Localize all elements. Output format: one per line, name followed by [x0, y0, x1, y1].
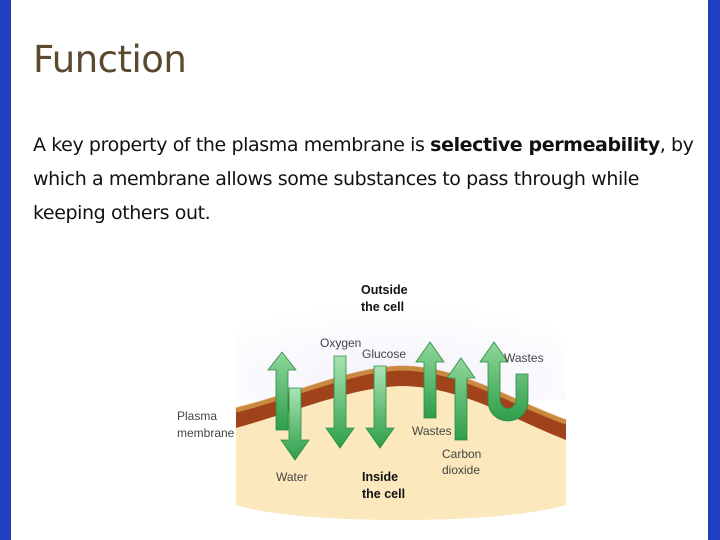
oxygen-down-arrow	[325, 355, 355, 449]
wastes-up-arrow	[415, 341, 445, 419]
membrane-label-line1: Plasma	[177, 409, 217, 423]
glucose-down-arrow	[365, 365, 395, 449]
wastes-uturn-arrow	[479, 341, 529, 422]
outside-label-line2: the cell	[361, 300, 404, 314]
outside-label-line1: Outside	[361, 283, 408, 297]
body-paragraph: A key property of the plasma membrane is…	[33, 128, 701, 230]
glucose-label: Glucose	[362, 347, 406, 361]
paragraph-text-start: A key property of the plasma membrane is	[33, 134, 431, 156]
paragraph-bold-term: selective permeability	[430, 134, 660, 156]
inside-label-line1: Inside	[362, 470, 398, 484]
inside-region	[236, 371, 566, 520]
oxygen-label: Oxygen	[320, 336, 361, 350]
paragraph-text-end: , by which a membrane allows some substa…	[33, 134, 694, 224]
outside-region	[236, 303, 566, 400]
wastes-inner-label: Wastes	[412, 424, 452, 438]
water-up-arrow	[267, 351, 297, 431]
water-label: Water	[276, 470, 308, 484]
membrane-label-line2: membrane	[177, 426, 235, 440]
water-down-arrow	[280, 387, 310, 461]
carbon-dioxide-up-arrow	[446, 357, 476, 441]
slide-title: Function	[33, 38, 187, 81]
wastes-outer-label: Wastes	[504, 351, 544, 365]
water-arrows	[267, 351, 310, 461]
carbon-dioxide-label-line1: Carbon	[442, 447, 481, 461]
carbon-dioxide-label-line2: dioxide	[442, 463, 480, 477]
inside-label-line2: the cell	[362, 487, 405, 501]
